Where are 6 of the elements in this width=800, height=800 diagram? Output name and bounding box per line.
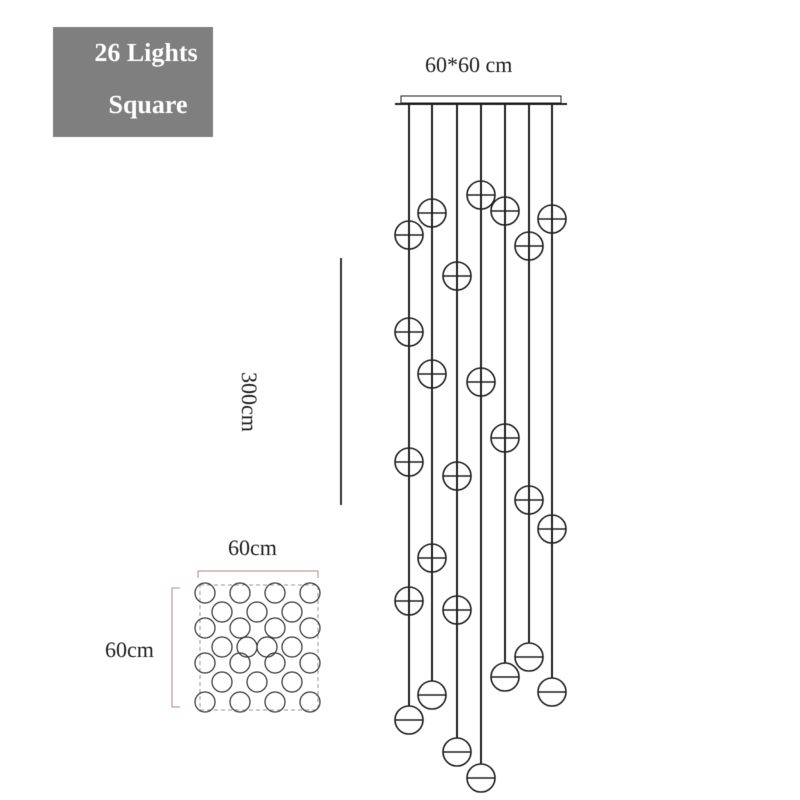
badge-subtitle: Square	[108, 90, 188, 120]
dimension-label: 60cm	[105, 637, 154, 663]
dimension-label: 300cm	[236, 372, 262, 432]
dimension-label: 60*60 cm	[425, 52, 512, 78]
badge-title: 26 Lights	[94, 38, 198, 68]
dimension-label: 60cm	[228, 535, 277, 561]
